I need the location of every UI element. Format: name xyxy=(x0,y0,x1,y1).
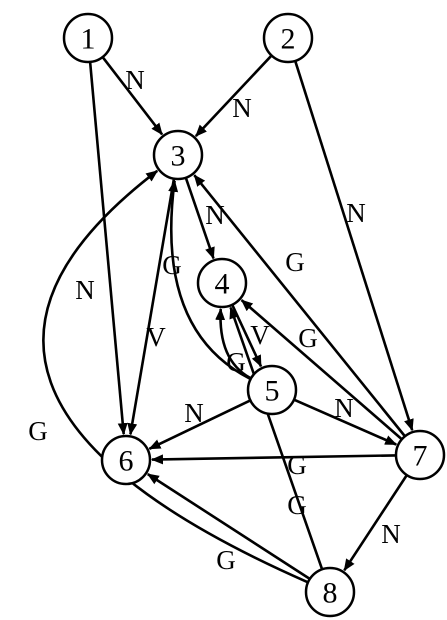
node-label: 3 xyxy=(171,140,186,173)
edge-7-6 xyxy=(151,454,396,465)
edge-label-8-6: G xyxy=(216,545,236,575)
edge-label-2-3: N xyxy=(232,93,252,123)
edge-1-6 xyxy=(88,62,128,436)
edge-8-6 xyxy=(146,473,310,580)
node-circle xyxy=(196,257,248,309)
edge-label-3-6: V xyxy=(146,322,166,352)
edge-label-1-3: N xyxy=(125,65,145,95)
edge-label-5-4: G xyxy=(226,347,246,377)
edge-1-3 xyxy=(102,57,164,136)
node-circle xyxy=(152,129,204,181)
node-circle xyxy=(262,12,314,64)
edge-label-7-6: G xyxy=(287,450,307,480)
node-4[interactable]: 4 xyxy=(196,257,248,309)
edge-label-3-4: N xyxy=(205,200,225,230)
edge-5-6 xyxy=(148,399,251,450)
edge-8-3 xyxy=(42,169,308,584)
edge-3-4 xyxy=(184,178,215,260)
edge-5-4 xyxy=(215,308,251,380)
edge-2-7 xyxy=(294,61,414,432)
node-7[interactable]: 7 xyxy=(394,429,446,481)
node-label: 6 xyxy=(119,445,134,478)
edge-label-7-8: N xyxy=(381,519,401,549)
edge-2-3 xyxy=(194,55,272,137)
edge-7-4 xyxy=(240,299,402,440)
edge-label-5-3: G xyxy=(162,250,182,280)
node-label: 1 xyxy=(81,23,96,56)
node-2[interactable]: 2 xyxy=(262,12,314,64)
edge-label-8-3: G xyxy=(28,416,48,446)
edge-label-2-7: N xyxy=(346,198,366,228)
edge-label-4-5: V xyxy=(250,320,270,350)
node-8[interactable]: 8 xyxy=(304,566,356,618)
edge-7-8 xyxy=(343,475,408,572)
node-5[interactable]: 5 xyxy=(246,364,298,416)
node-label: 7 xyxy=(413,440,428,473)
edge-3-6 xyxy=(127,179,176,436)
node-circle xyxy=(246,364,298,416)
node-circle xyxy=(304,566,356,618)
node-label: 4 xyxy=(215,268,230,301)
edge-label-5-7: N xyxy=(334,393,354,423)
node-circle xyxy=(394,429,446,481)
edge-label-7-3: G xyxy=(285,247,305,277)
edge-8-4 xyxy=(229,306,324,569)
edge-5-3 xyxy=(168,179,251,380)
edges-layer xyxy=(42,55,414,584)
node-3[interactable]: 3 xyxy=(152,129,204,181)
edge-7-3 xyxy=(193,174,406,437)
node-label: 5 xyxy=(265,375,280,408)
node-label: 2 xyxy=(281,23,296,56)
node-label: 8 xyxy=(323,577,338,610)
edge-label-1-6: N xyxy=(75,275,95,305)
nodes-layer: 1 2 3 4 5 6 7 8 xyxy=(62,12,446,618)
edge-5-7 xyxy=(294,398,398,446)
edge-label-7-4: G xyxy=(298,323,318,353)
node-6[interactable]: 6 xyxy=(100,434,152,486)
node-1[interactable]: 1 xyxy=(62,12,114,64)
edge-label-8-4: G xyxy=(287,490,307,520)
edge-label-5-6: N xyxy=(184,398,204,428)
node-circle xyxy=(62,12,114,64)
node-circle xyxy=(100,434,152,486)
